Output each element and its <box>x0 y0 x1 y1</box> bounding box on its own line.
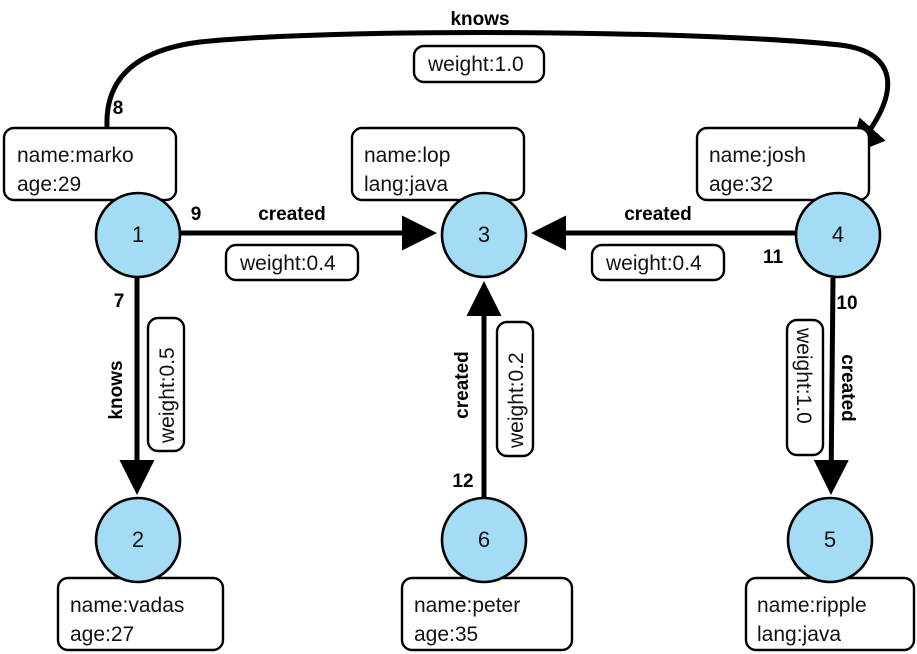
prop-line-3-1: lang:java <box>364 173 448 196</box>
weight-box-10: weight:1.0 <box>785 318 825 457</box>
node-circle-1[interactable] <box>94 191 182 279</box>
node-label-1: 1 <box>132 222 144 247</box>
node-circle-4[interactable] <box>794 191 882 279</box>
prop-line-5-1: lang:java <box>757 623 841 646</box>
weight-text-10: weight:1.0 <box>792 327 815 424</box>
prop-box-node-5: name:ripple lang:java <box>744 576 916 652</box>
edge-id-12: 12 <box>452 471 473 492</box>
prop-line-4-1: age:32 <box>709 173 773 196</box>
edge-path-10[interactable] <box>813 277 849 495</box>
edge-type-created-11: created <box>624 204 692 225</box>
prop-box-node-3: name:lop lang:java <box>350 126 526 202</box>
node-4[interactable]: 4 <box>794 191 882 279</box>
edge-id-9: 9 <box>191 204 202 225</box>
weight-box-rect-8 <box>412 44 546 84</box>
prop-line-3-0: name:lop <box>364 144 450 167</box>
prop-line-6-1: age:35 <box>414 623 478 646</box>
node-6[interactable]: 6 <box>440 496 528 584</box>
weight-box-11: weight:0.4 <box>590 243 726 282</box>
edge-type-created-10: created <box>837 354 858 422</box>
node-5[interactable]: 5 <box>786 496 874 584</box>
prop-box-node-4: name:josh age:32 <box>695 126 871 202</box>
prop-line-5-0: name:ripple <box>757 594 867 617</box>
weight-box-rect-11 <box>590 243 726 282</box>
prop-line-1-0: name:marko <box>17 144 134 167</box>
prop-box-node-2: name:vadas age:27 <box>56 576 225 652</box>
prop-line-2-0: name:vadas <box>70 594 184 617</box>
nodes: 1 2 3 4 5 6 <box>94 191 882 584</box>
prop-line-2-1: age:27 <box>70 623 134 646</box>
weight-box-12: weight:0.2 <box>495 320 535 458</box>
node-property-boxes: name:marko age:29 name:lop lang:java nam… <box>2 126 916 652</box>
prop-box-node-1: name:marko age:29 <box>2 126 178 202</box>
node-1[interactable]: 1 <box>94 191 182 279</box>
edge-id-11: 11 <box>763 247 784 268</box>
edge-type-labels: knows created created knows created crea… <box>106 9 859 422</box>
prop-box-rect-4 <box>695 126 871 202</box>
weight-box-rect-12 <box>495 320 535 458</box>
weight-text-9: weight:0.4 <box>239 252 336 275</box>
weight-box-rect-9 <box>224 243 360 282</box>
weight-text-8: weight:1.0 <box>427 53 524 76</box>
weight-text-12: weight:0.2 <box>505 352 528 449</box>
node-circle-2[interactable] <box>94 496 182 584</box>
edge-type-created-9: created <box>258 204 326 225</box>
weight-box-9: weight:0.4 <box>224 243 360 282</box>
edge-id-10: 10 <box>836 293 857 314</box>
node-2[interactable]: 2 <box>94 496 182 584</box>
edge-id-labels: 8 9 11 7 12 10 <box>113 98 858 492</box>
node-circle-6[interactable] <box>440 496 528 584</box>
node-circle-5[interactable] <box>786 496 874 584</box>
prop-line-1-1: age:29 <box>17 173 81 196</box>
weight-box-8: weight:1.0 <box>412 44 546 84</box>
edge-weight-boxes: weight:1.0 weight:0.4 weight:0.4 weight:… <box>146 44 825 458</box>
weight-box-rect-7 <box>146 316 186 453</box>
node-3[interactable]: 3 <box>440 191 528 279</box>
node-label-4: 4 <box>832 222 844 247</box>
prop-box-rect-3 <box>350 126 526 202</box>
edge-path-8[interactable] <box>104 30 891 198</box>
prop-line-4-0: name:josh <box>709 144 806 167</box>
node-label-6: 6 <box>478 527 490 552</box>
edge-id-7: 7 <box>114 291 125 312</box>
edge-id-8: 8 <box>113 98 124 119</box>
weight-text-11: weight:0.4 <box>605 252 702 275</box>
edge-type-knows-7: knows <box>106 360 127 419</box>
prop-line-6-0: name:peter <box>414 594 520 617</box>
weight-box-rect-10 <box>785 318 825 457</box>
node-label-3: 3 <box>478 222 490 247</box>
weight-text-7: weight:0.5 <box>156 347 179 444</box>
edge-type-created-12: created <box>452 351 473 419</box>
node-label-5: 5 <box>824 527 836 552</box>
edge-lines <box>104 30 891 498</box>
node-label-2: 2 <box>132 527 144 552</box>
prop-box-rect-1 <box>2 126 178 202</box>
node-circle-3[interactable] <box>440 191 528 279</box>
weight-box-7: weight:0.5 <box>146 316 186 453</box>
prop-box-node-6: name:peter age:35 <box>400 576 574 652</box>
edge-type-knows-8: knows <box>450 9 509 30</box>
